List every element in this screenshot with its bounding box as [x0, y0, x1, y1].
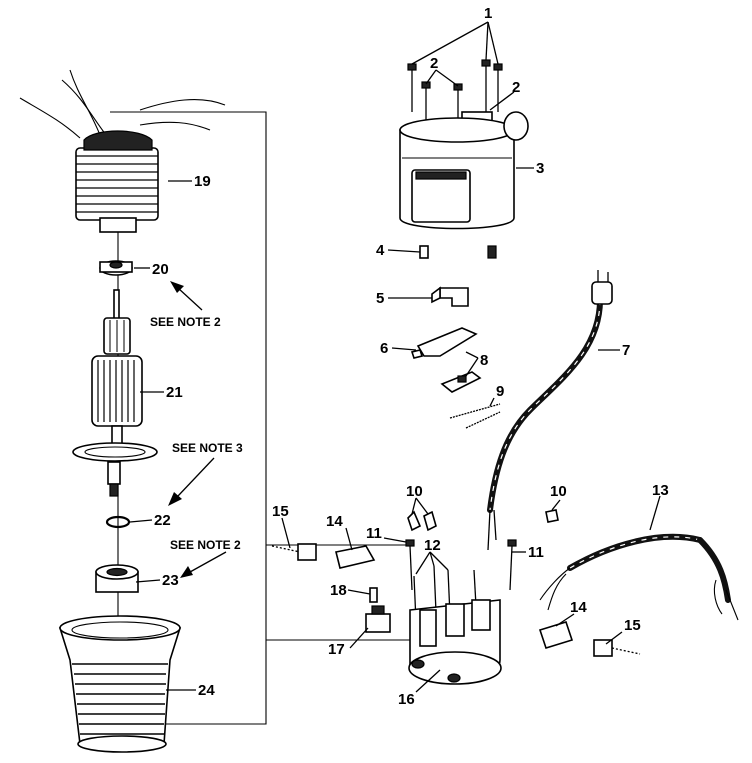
part-18-pin [369, 587, 378, 603]
label-6: 6 [380, 340, 388, 357]
part-19-field-coil [19, 69, 226, 233]
label-5: 5 [376, 290, 384, 307]
label-21: 21 [166, 384, 183, 401]
label-7: 7 [622, 342, 630, 359]
label-24: 24 [198, 682, 215, 699]
label-8: 8 [480, 352, 488, 369]
label-14a: 14 [326, 513, 343, 530]
part-7-power-cord [487, 270, 613, 551]
label-18: 18 [330, 582, 347, 599]
label-12: 12 [424, 537, 441, 554]
label-23: 23 [162, 572, 179, 589]
part-21-armature [72, 289, 158, 497]
label-1: 1 [484, 5, 492, 22]
label-13: 13 [652, 482, 669, 499]
part-14-clamps [335, 545, 574, 649]
label-17: 17 [328, 641, 345, 658]
label-20: 20 [152, 261, 169, 278]
label-9: 9 [496, 383, 504, 400]
part-8-switch [440, 371, 482, 393]
label-14b: 14 [570, 599, 587, 616]
label-10b: 10 [550, 483, 567, 500]
note-labels: SEE NOTE 2 SEE NOTE 3 SEE NOTE 2 [150, 315, 243, 552]
label-15a: 15 [272, 503, 289, 520]
label-19: 19 [194, 173, 211, 190]
part-labels: 1 2 2 3 4 5 6 7 8 9 10 10 11 11 12 13 14… [152, 5, 669, 708]
part-22-retaining-ring [105, 515, 131, 529]
part-24-housing [58, 615, 182, 753]
label-11b: 11 [528, 544, 544, 561]
part-17-switch [365, 605, 391, 633]
part-6-switch-plate [410, 327, 478, 359]
note-23-text: SEE NOTE 2 [170, 538, 241, 552]
part-23-bearing [95, 564, 139, 593]
label-10a: 10 [406, 483, 423, 500]
label-4: 4 [376, 242, 385, 259]
note-22-text: SEE NOTE 3 [172, 441, 243, 455]
part-10-wire-nuts [407, 509, 559, 532]
part-20-bearing [99, 260, 133, 276]
note-20-text: SEE NOTE 2 [150, 315, 221, 329]
part-1-screws [407, 59, 503, 112]
part-5-brush-holder [431, 286, 469, 307]
part-4-brushes [419, 245, 497, 259]
label-16: 16 [398, 691, 415, 708]
part-9-springs [449, 403, 501, 429]
label-2b: 2 [512, 79, 520, 96]
label-15b: 15 [624, 617, 641, 634]
part-15-strain-reliefs [271, 543, 641, 657]
part-13-cable [539, 533, 739, 621]
label-11a: 11 [366, 525, 382, 542]
note-arrows [168, 281, 227, 578]
label-22: 22 [154, 512, 171, 529]
label-3: 3 [536, 160, 544, 177]
part-3-motor-cover [399, 111, 529, 230]
leader-lines [129, 21, 661, 693]
part-11-screws [405, 539, 517, 591]
part-16-base [408, 599, 502, 685]
label-2a: 2 [430, 55, 438, 72]
